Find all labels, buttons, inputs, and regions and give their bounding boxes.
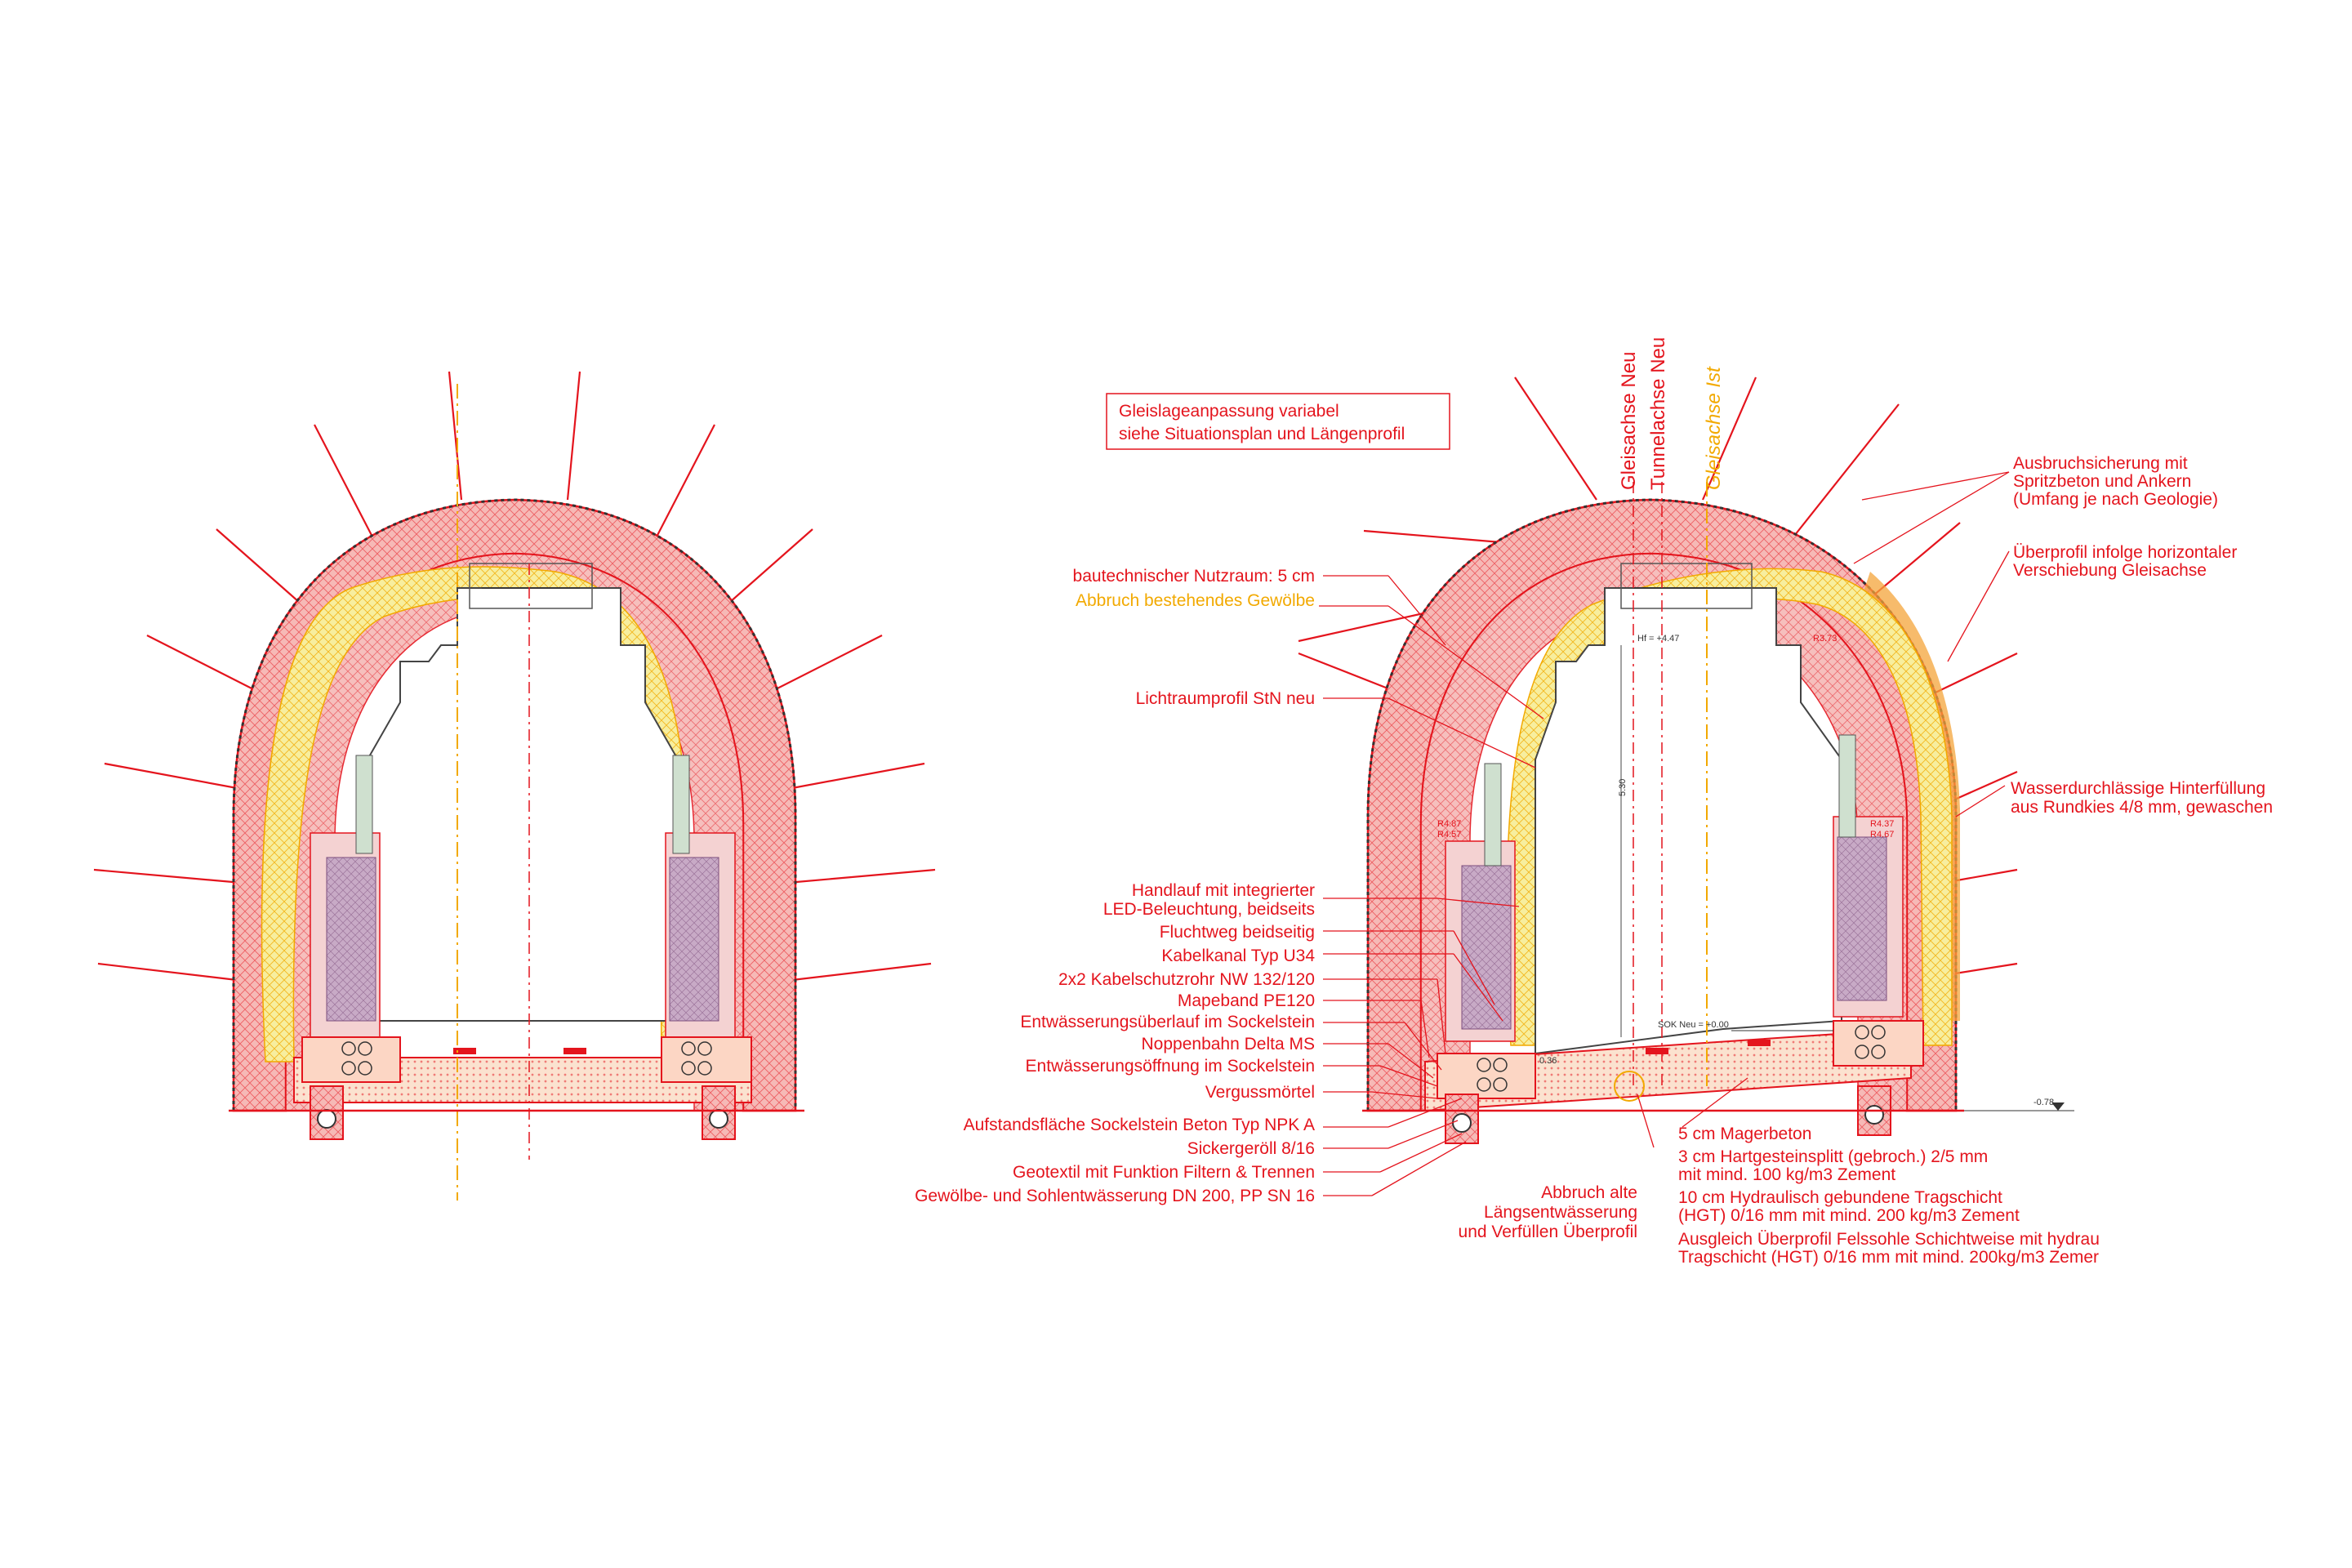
right-catenary	[1620, 563, 1753, 609]
dim-hf: Hf = +4.47	[1637, 634, 1679, 644]
component-labels-bottom: Abbruch alte Längsentwässerung und Verfü…	[1459, 1125, 2100, 1267]
axis-label-gleisachse-ist: Gleisachse Ist	[1703, 366, 1725, 490]
right-section	[1298, 376, 2074, 1144]
label-lichtraum: Lichtraumprofil StN neu	[1136, 689, 1315, 708]
label-wasser-1: Wasserdurchlässige Hinterfüllung	[2011, 779, 2265, 798]
label-ausgl-1: Ausgleich Überprofil Felssohle Schichtwe…	[1678, 1230, 2100, 1249]
label-sicker: Sickergeröll 8/16	[1187, 1139, 1315, 1158]
label-oeffnung: Entwässerungsöffnung im Sockelstein	[1026, 1057, 1315, 1076]
label-ausbruch-3: (Umfang je nach Geologie)	[2013, 490, 2218, 509]
label-nutzraum: bautechnischer Nutzraum: 5 cm	[1073, 567, 1315, 586]
axis-label-gleisachse-neu: Gleisachse Neu	[1618, 352, 1640, 490]
left-section	[93, 371, 936, 1200]
right-overprofile	[1862, 572, 1960, 1021]
label-abbruch-2: Längsentwässerung	[1484, 1203, 1637, 1222]
left-rock-edge	[232, 498, 797, 1111]
label-abbruch-gewoelbe: Abbruch bestehendes Gewölbe	[1076, 591, 1315, 610]
right-sockelstein-l	[1437, 1053, 1536, 1099]
label-ausbruch-2: Spritzbeton und Ankern	[2013, 472, 2191, 491]
label-wasser-2: aus Rundkies 4/8 mm, gewaschen	[2011, 798, 2273, 817]
label-ueberlauf: Entwässerungsüberlauf im Sockelstein	[1020, 1013, 1315, 1031]
right-clearance-profile	[1535, 587, 1842, 1055]
axis-label-tunnelachse-neu: Tunnelachse Neu	[1647, 337, 1669, 490]
label-abbruch-1: Abbruch alte	[1541, 1183, 1637, 1202]
label-kabelschutz: 2x2 Kabelschutzrohr NW 132/120	[1058, 970, 1315, 989]
left-sockelstein-r	[661, 1036, 752, 1083]
dim-036: 0.36	[1539, 1056, 1557, 1066]
dim-078: -0.78	[2034, 1098, 2054, 1107]
left-catenary	[469, 563, 593, 609]
label-ueberprofil-2: Verschiebung Gleisachse	[2013, 561, 2207, 580]
dim-r3: R4.37	[1870, 819, 1894, 829]
gleislage-note-line1: Gleislageanpassung variabel	[1119, 402, 1339, 421]
label-noppenbahn: Noppenbahn Delta MS	[1142, 1035, 1315, 1054]
dim-height: 5.30	[1618, 779, 1628, 796]
dim-r1: R4.87	[1437, 819, 1461, 829]
right-old-drain	[1614, 1071, 1645, 1102]
dim-sok: SOK Neu = +0.00	[1658, 1020, 1729, 1030]
dim-r4: R4.67	[1870, 830, 1894, 840]
label-abbruch-3: und Verfüllen Überprofil	[1459, 1223, 1637, 1241]
dim-r5: R3.73	[1813, 634, 1837, 644]
label-ausbruch-1: Ausbruchsicherung mit	[2013, 454, 2188, 473]
label-hgt-2: (HGT) 0/16 mm mit mind. 200 kg/m3 Zement	[1678, 1206, 2020, 1225]
label-mager: 5 cm Magerbeton	[1678, 1125, 1811, 1143]
component-labels-right: Ausbruchsicherung mit Spritzbeton und An…	[2011, 454, 2273, 817]
label-gewoelbe-entw: Gewölbe- und Sohlentwässerung DN 200, PP…	[915, 1187, 1315, 1205]
label-handlauf-2: LED-Beleuchtung, beidseits	[1103, 900, 1315, 919]
component-labels-left: bautechnischer Nutzraum: 5 cm Abbruch be…	[915, 567, 1315, 1205]
gleislage-note-line2: siehe Situationsplan und Längenprofil	[1119, 425, 1405, 443]
label-mapeband: Mapeband PE120	[1178, 991, 1315, 1010]
right-rock-anchors	[1298, 376, 2018, 978]
label-aufstand: Aufstandsfläche Sockelstein Beton Typ NP…	[964, 1116, 1315, 1134]
label-hart-2: mit mind. 100 kg/m3 Zement	[1678, 1165, 1895, 1184]
label-ueberprofil-1: Überprofil infolge horizontaler	[2013, 543, 2237, 562]
gleislage-note-box	[1106, 393, 1450, 450]
left-rock-anchors	[93, 371, 936, 982]
leader-lines	[1319, 471, 2010, 1196]
label-ausgl-2: Tragschicht (HGT) 0/16 mm mit mind. 200k…	[1678, 1248, 2099, 1267]
label-hart-1: 3 cm Hartgesteinsplitt (gebroch.) 2/5 mm	[1678, 1147, 1988, 1166]
label-handlauf-1: Handlauf mit integrierter	[1132, 881, 1315, 900]
dimension-texts: Hf = +4.47 5.30 SOK Neu = +0.00 0.36 -0.…	[1437, 634, 2054, 1107]
left-clearance-profile	[367, 587, 679, 1022]
label-geotextil: Geotextil mit Funktion Filtern & Trennen	[1013, 1163, 1315, 1182]
label-kabelkanal: Kabelkanal Typ U34	[1161, 947, 1315, 965]
left-sockelstein-l	[301, 1036, 401, 1083]
label-verguss: Vergussmörtel	[1205, 1083, 1315, 1102]
dim-r2: R4.57	[1437, 830, 1461, 840]
label-hgt-1: 10 cm Hydraulisch gebundene Tragschicht	[1678, 1188, 2002, 1207]
label-fluchtweg: Fluchtweg beidseitig	[1160, 923, 1315, 942]
